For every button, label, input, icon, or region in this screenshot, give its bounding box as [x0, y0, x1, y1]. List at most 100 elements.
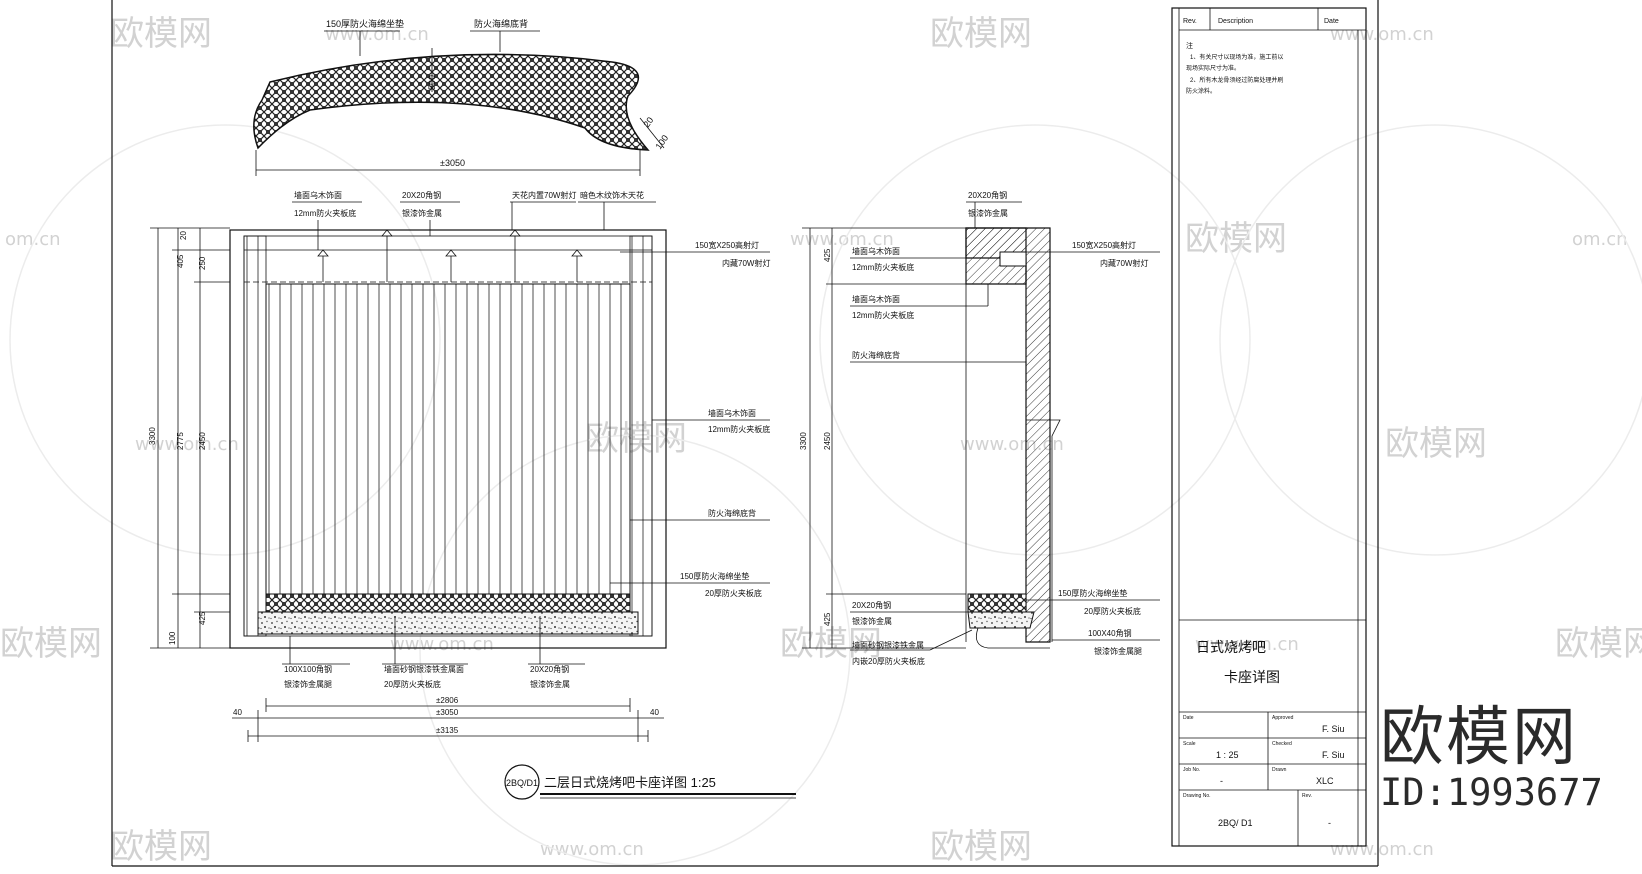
tb-note-line: 现场实际尺寸为准。 [1186, 64, 1240, 72]
elev-callout-top: 墙面乌木饰面 [294, 190, 342, 200]
watermark-brand: 欧模网 [930, 827, 1032, 867]
tb-note-line: 2、所有木龙骨须经过防腐处理并刷 [1190, 76, 1283, 84]
tb-date-label: Date [1183, 715, 1194, 721]
sect-callout-left: 墙面砂钢银漆铁金属 [852, 640, 924, 650]
watermark-url: www.om.cn [540, 839, 644, 860]
watermark-brand: 欧模网 [0, 624, 102, 664]
brand-name: 欧模网 [1380, 701, 1578, 775]
plan-cushion [253, 53, 650, 151]
tb-rev-header: Rev. [1183, 18, 1197, 25]
watermark-brand: 欧模网 [110, 14, 212, 54]
elev-callout-bottom: 20厚防火夹板底 [384, 679, 441, 689]
brand-id: ID:1993677 [1380, 771, 1603, 814]
tb-project-subtitle: 卡座详图 [1224, 669, 1280, 685]
sect-callout-right: 内藏70W射灯 [1100, 258, 1148, 268]
elev-callout-right: 150厚防火海绵坐垫 [680, 571, 749, 581]
elev-callout-top: 银漆饰金属 [402, 208, 442, 218]
elev-callout-bottom: 100X100角钢 [284, 664, 332, 674]
elev-callout-right: 150宽X250高射灯 [695, 240, 759, 250]
tb-job-label: Job No. [1183, 767, 1200, 773]
sect-dim-left: 425 [823, 612, 832, 626]
plan-label-cushion: 150厚防火海绵坐垫 [326, 18, 404, 29]
tb-rev-label: Rev. [1302, 793, 1312, 799]
elev-callout-bottom: 20X20角钢 [530, 664, 569, 674]
sect-callout-right: 150厚防火海绵坐垫 [1058, 588, 1127, 598]
elev-callout-bottom: 银漆饰金属腿 [284, 679, 332, 689]
plan-label-back: 防火海绵底背 [474, 18, 528, 29]
sect-callout-left: 12mm防火夹板底 [852, 310, 914, 320]
plan-dim-side-a: 20 [641, 115, 655, 129]
watermark-url: www.om.cn [1330, 24, 1434, 45]
elev-dim-bottom: ±3050 [436, 708, 459, 717]
tb-desc-header: Description [1218, 18, 1253, 25]
watermark-brand: 欧模网 [780, 624, 882, 664]
elev-callout-bottom: 银漆饰金属 [530, 679, 570, 689]
elev-callout-right: 防火海绵底背 [708, 508, 756, 518]
elev-dim-left: 250 [198, 256, 207, 270]
watermark-url: www.om.cn [790, 229, 894, 250]
tb-approved-label: Approved [1272, 715, 1294, 721]
elev-callout-top: 暗色木纹饰木天花 [580, 190, 644, 200]
front-elevation: 20 405 250 2450 2775 3300 425 100 墙面乌木饰面… [148, 190, 770, 742]
title-block: Rev. Description Date 注 1、有关尺寸以现场为准，施工前以… [1171, 7, 1367, 847]
sect-callout-left: 防火海绵底背 [852, 350, 900, 360]
elev-dim-left: 3300 [148, 427, 157, 445]
elev-dim-bottom: ±2806 [436, 696, 459, 705]
sect-callout-right: 20厚防火夹板底 [1084, 606, 1141, 616]
brand-badge: 欧模网 ID:1993677 [1380, 705, 1635, 815]
elev-dim-left: 20 [179, 231, 188, 240]
watermark-brand: 欧模网 [1185, 219, 1287, 259]
elev-callout-right: 内藏70W射灯 [722, 258, 770, 268]
watermark-brand: 欧模网 [1385, 424, 1487, 464]
sect-callout-right: 100X40角钢 [1088, 628, 1132, 638]
elev-dim-bottom: ±3135 [436, 726, 459, 735]
sect-dim-left: 3300 [799, 432, 808, 450]
tb-project-title: 日式烧烤吧 [1196, 639, 1266, 655]
spotlight-row [317, 229, 583, 282]
sect-callout-left: 内嵌20厚防火夹板底 [852, 656, 925, 666]
sect-callout-right: 银漆饰金属腿 [1094, 646, 1142, 656]
drawing-title-text: 二层日式烧烤吧卡座详图 1:25 [544, 775, 716, 790]
elev-callout-top: 20X20角钢 [402, 190, 441, 200]
elev-dim-left: 2450 [198, 432, 207, 450]
elev-callout-top: 天花内置70W射灯 [512, 190, 576, 200]
tb-note-line: 1、有关尺寸以现场为准，施工前以 [1190, 53, 1283, 61]
watermark-brand: 欧模网 [1555, 624, 1642, 664]
tb-drawn-label: Drawn [1272, 767, 1287, 773]
watermark-url: www.om.cn [390, 634, 494, 655]
tb-rev-value: - [1328, 818, 1331, 828]
tb-scale-label: Scale [1183, 741, 1196, 747]
tb-approved-value: F. Siu [1322, 724, 1345, 734]
watermark-brand: 欧模网 [930, 14, 1032, 54]
sect-callout-left: 20X20角钢 [852, 600, 891, 610]
sect-callout-left: 墙面乌木饰面 [852, 246, 900, 256]
sect-callout-top: 银漆饰金属 [968, 208, 1008, 218]
elev-callout-right: 20厚防火夹板底 [705, 588, 762, 598]
elev-dim-left: 100 [168, 631, 177, 645]
elev-dim-bottom: 40 [650, 708, 659, 717]
tb-drawn-value: XLC [1316, 776, 1334, 786]
tb-checked-label: Checked [1272, 741, 1292, 747]
watermark-brand: 欧模网 [110, 827, 212, 867]
elev-callout-right: 12mm防火夹板底 [708, 424, 770, 434]
sect-dim-left: 425 [823, 248, 832, 262]
tb-scale-value: 1 : 25 [1216, 750, 1239, 760]
elev-callout-top: 12mm防火夹板底 [294, 208, 356, 218]
elev-dim-left: 405 [176, 254, 185, 268]
elev-callout-bottom: 墙面砂钢银漆铁金属面 [384, 664, 464, 674]
tb-checked-value: F. Siu [1322, 750, 1345, 760]
watermark-url: www.om.cn [325, 24, 429, 45]
drawing-tag: 2BQ/D1 [506, 778, 538, 788]
watermark-url: www.om.cn [1330, 839, 1434, 860]
elev-dim-left: 425 [198, 611, 207, 625]
sect-callout-left: 银漆饰金属 [852, 616, 892, 626]
drawing-title: 2BQ/D1 二层日式烧烤吧卡座详图 1:25 [504, 764, 796, 800]
sect-callout-left: 墙面乌木饰面 [852, 294, 900, 304]
elev-dim-bottom: 40 [233, 708, 242, 717]
tb-job-value: - [1220, 776, 1223, 786]
plan-dim-side-b: 100 [653, 133, 670, 151]
tb-note-line: 防火涂料。 [1186, 87, 1216, 95]
elev-callout-right: 墙面乌木饰面 [708, 408, 756, 418]
tb-drawing-no-value: 2BQ/ D1 [1218, 818, 1253, 828]
